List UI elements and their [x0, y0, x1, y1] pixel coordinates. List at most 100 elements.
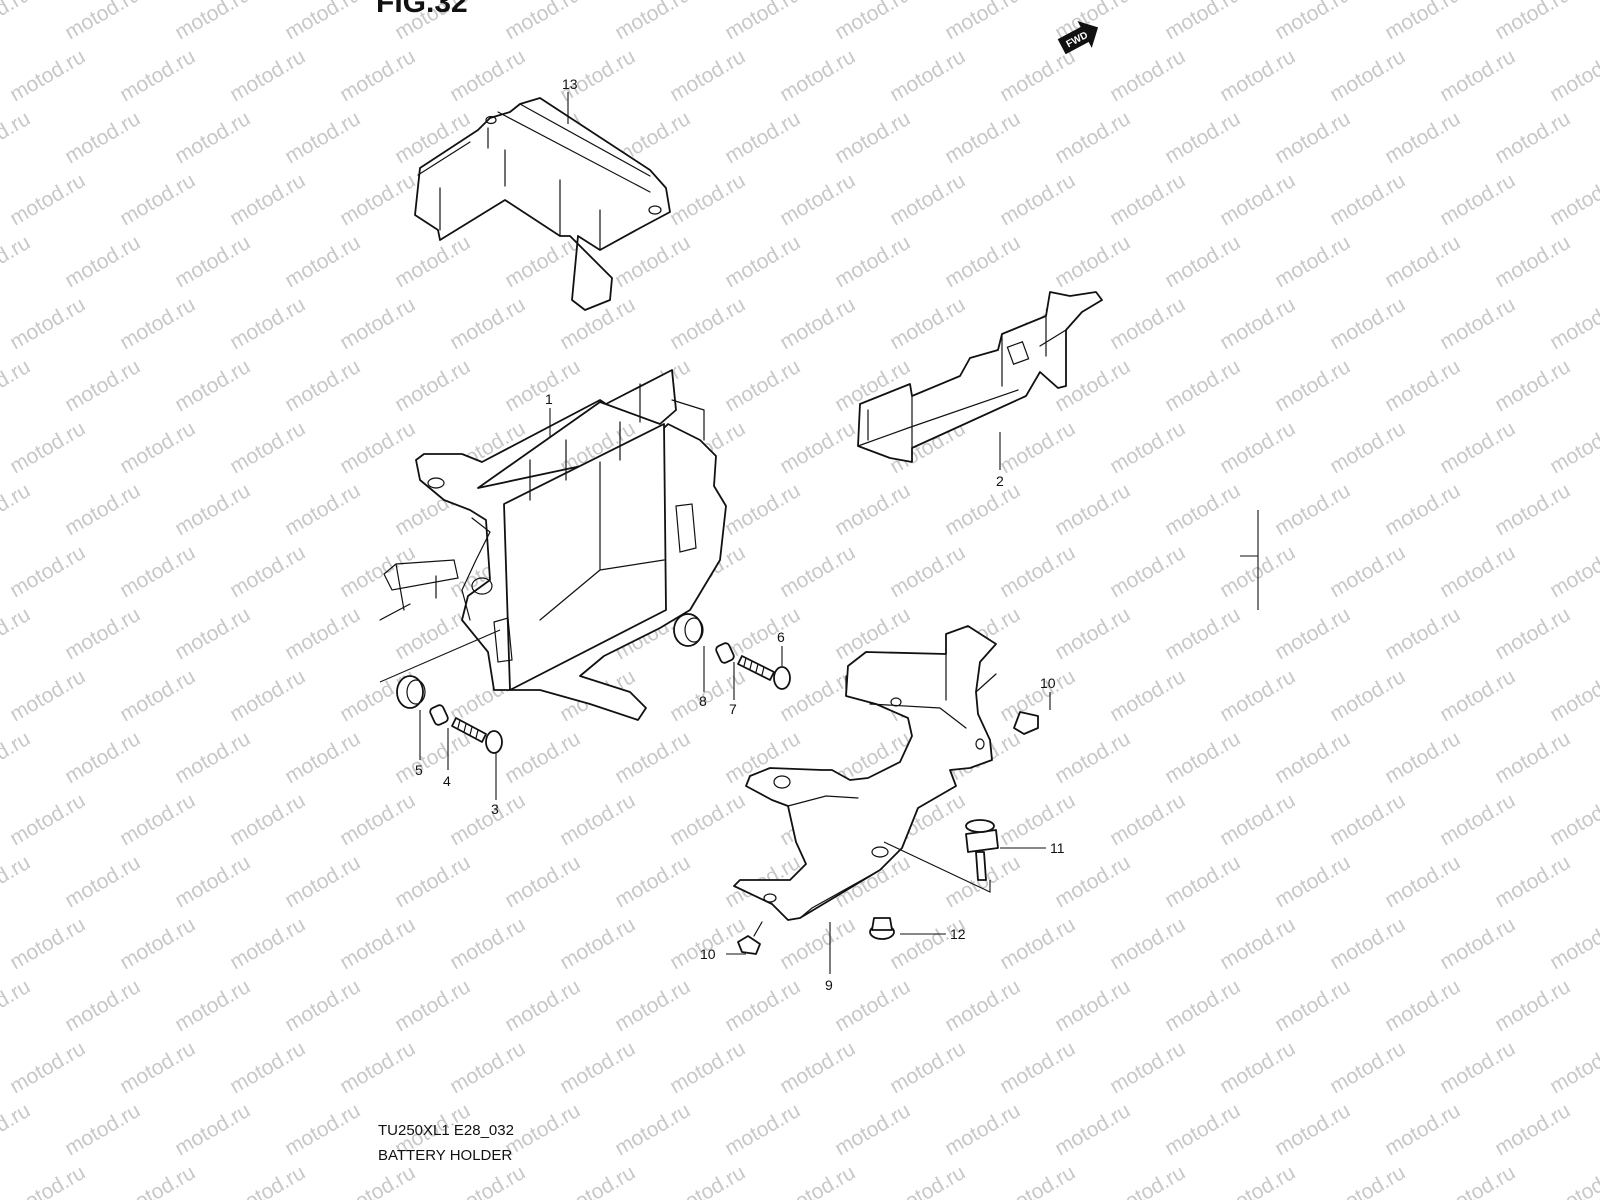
- assembly-lines: [379, 510, 1259, 893]
- watermark-text: motod.ru: [61, 975, 144, 1036]
- watermark-text: motod.ru: [1161, 1099, 1244, 1160]
- watermark-text: motod.ru: [391, 851, 474, 912]
- watermark-text: motod.ru: [336, 913, 419, 974]
- watermark-text: motod.ru: [6, 1037, 89, 1098]
- watermark-text: motod.ru: [116, 293, 199, 354]
- watermark-text: motod.ru: [0, 231, 34, 292]
- callout-5: 5: [415, 762, 423, 778]
- watermark-text: motod.ru: [1436, 169, 1519, 230]
- watermark-text: motod.ru: [721, 975, 804, 1036]
- watermark-text: motod.ru: [1381, 851, 1464, 912]
- watermark-text: motod.ru: [1161, 975, 1244, 1036]
- part-11-bolt: [965, 819, 999, 881]
- watermark-text: motod.ru: [61, 479, 144, 540]
- leader-lines: [419, 92, 1051, 974]
- callout-3: 3: [491, 801, 499, 817]
- watermark-text: motod.ru: [1216, 1037, 1299, 1098]
- callout-13: 13: [562, 76, 578, 92]
- watermark-text: motod.ru: [116, 417, 199, 478]
- watermark-text: motod.ru: [721, 107, 804, 168]
- watermark-text: motod.ru: [1491, 355, 1574, 416]
- watermark-text: motod.ru: [116, 1161, 199, 1200]
- watermark-text: motod.ru: [1216, 417, 1299, 478]
- watermark-text: motod.ru: [61, 355, 144, 416]
- watermark-text: motod.ru: [0, 975, 34, 1036]
- watermark-text: motod.ru: [1491, 975, 1574, 1036]
- watermark-text: motod.ru: [116, 665, 199, 726]
- callout-11: 11: [1050, 840, 1065, 856]
- watermark-text: motod.ru: [0, 0, 34, 44]
- watermark-text: motod.ru: [776, 169, 859, 230]
- callout-1: 1: [545, 391, 553, 407]
- part-5-grommet: [396, 675, 426, 709]
- part-10-bolt-upper: [1013, 711, 1039, 735]
- part-12-nut: [869, 917, 895, 940]
- watermark-text: motod.ru: [996, 541, 1079, 602]
- watermark-text: motod.ru: [0, 727, 34, 788]
- watermark-text: motod.ru: [1491, 603, 1574, 664]
- watermark-text: motod.ru: [611, 231, 694, 292]
- watermark-text: motod.ru: [1271, 727, 1354, 788]
- watermark-text: motod.ru: [1546, 913, 1600, 974]
- watermark-text: motod.ru: [1161, 0, 1244, 44]
- watermark-text: motod.ru: [1326, 45, 1409, 106]
- watermark-text: motod.ru: [556, 913, 639, 974]
- watermark-text: motod.ru: [831, 0, 914, 44]
- watermark-text: motod.ru: [446, 1037, 529, 1098]
- watermark-text: motod.ru: [1271, 975, 1354, 1036]
- watermark-text: motod.ru: [61, 0, 144, 44]
- watermark-text: motod.ru: [721, 355, 804, 416]
- watermark-text: motod.ru: [1271, 1099, 1354, 1160]
- watermark-text: motod.ru: [336, 1037, 419, 1098]
- watermark-text: motod.ru: [1381, 355, 1464, 416]
- watermark-text: motod.ru: [1436, 1037, 1519, 1098]
- watermark-text: motod.ru: [0, 107, 34, 168]
- watermark-text: motod.ru: [1436, 293, 1519, 354]
- watermark-text: motod.ru: [0, 355, 34, 416]
- watermark-text: motod.ru: [666, 293, 749, 354]
- watermark-text: motod.ru: [1436, 417, 1519, 478]
- watermark-text: motod.ru: [996, 913, 1079, 974]
- watermark-text: motod.ru: [336, 541, 419, 602]
- watermark-text: motod.ru: [0, 1099, 34, 1160]
- watermark-text: motod.ru: [501, 975, 584, 1036]
- watermark-text: motod.ru: [1546, 293, 1600, 354]
- watermark-text: motod.ru: [281, 1099, 364, 1160]
- watermark-text: motod.ru: [886, 293, 969, 354]
- watermark-text: motod.ru: [776, 1037, 859, 1098]
- watermark-text: motod.ru: [666, 1161, 749, 1200]
- watermark-text: motod.ru: [1491, 0, 1574, 44]
- watermark-text: motod.ru: [1491, 479, 1574, 540]
- watermark-text: motod.ru: [281, 0, 364, 44]
- watermark-text: motod.ru: [1161, 727, 1244, 788]
- watermark-text: motod.ru: [1326, 293, 1409, 354]
- watermark-text: motod.ru: [171, 727, 254, 788]
- watermark-text: motod.ru: [501, 231, 584, 292]
- watermark-text: motod.ru: [61, 107, 144, 168]
- watermark-text: motod.ru: [1381, 727, 1464, 788]
- watermark-text: motod.ru: [226, 417, 309, 478]
- watermark-text: motod.ru: [281, 231, 364, 292]
- watermark-text: motod.ru: [446, 1161, 529, 1200]
- watermark-text: motod.ru: [666, 665, 749, 726]
- watermark-text: motod.ru: [501, 0, 584, 44]
- watermark-text: motod.ru: [336, 789, 419, 850]
- watermark-text: motod.ru: [1546, 789, 1600, 850]
- watermark-text: motod.ru: [556, 1161, 639, 1200]
- watermark-text: motod.ru: [1381, 479, 1464, 540]
- watermark-text: motod.ru: [1326, 1161, 1409, 1200]
- watermark-text: motod.ru: [1051, 727, 1134, 788]
- watermark-text: motod.ru: [1106, 169, 1189, 230]
- callout-10-lower: 10: [700, 946, 716, 962]
- watermark-text: motod.ru: [1491, 1099, 1574, 1160]
- watermark-text: motod.ru: [996, 417, 1079, 478]
- watermark-text: motod.ru: [391, 231, 474, 292]
- watermark-text: motod.ru: [666, 913, 749, 974]
- watermark-text: motod.ru: [1436, 913, 1519, 974]
- watermark-text: motod.ru: [61, 231, 144, 292]
- watermark-text: motod.ru: [666, 1037, 749, 1098]
- watermark-text: motod.ru: [226, 1037, 309, 1098]
- watermark-text: motod.ru: [1051, 231, 1134, 292]
- watermark-text: motod.ru: [226, 913, 309, 974]
- watermark-text: motod.ru: [1436, 1161, 1519, 1200]
